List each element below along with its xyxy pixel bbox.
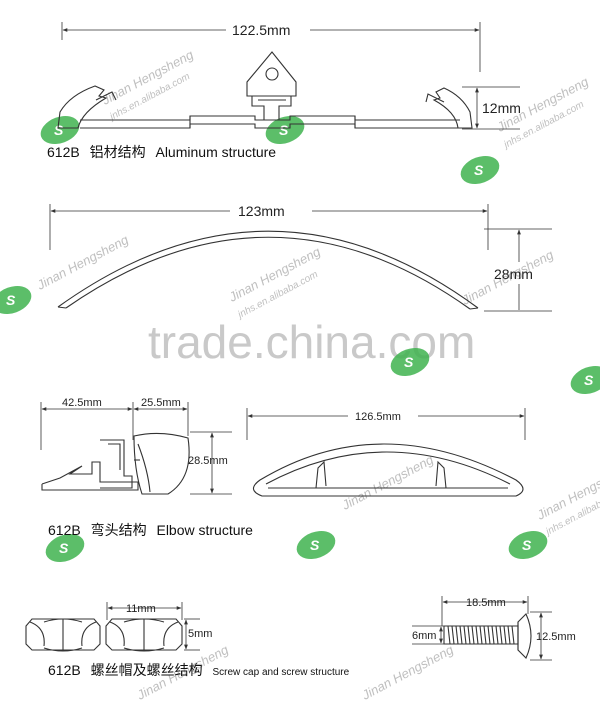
screw-thread-line bbox=[491, 625, 495, 645]
watermark-logo-7: S bbox=[45, 533, 85, 563]
nut-height-dimension-label: 5mm bbox=[188, 628, 212, 640]
elbow-drawing bbox=[41, 432, 190, 495]
logo-badge-icon bbox=[0, 285, 32, 315]
watermark-logo-3: S bbox=[460, 155, 500, 185]
elbow-height-label: 28.5mm bbox=[188, 455, 228, 467]
cover-width-dimension-label: 126.5mm bbox=[355, 411, 401, 423]
height-dimension-label: 12mm bbox=[482, 100, 521, 116]
head-dia-dimension-label: 12.5mm bbox=[536, 631, 576, 643]
screw-thread-line bbox=[475, 625, 479, 645]
elbow-left-width-label: 42.5mm bbox=[62, 397, 102, 409]
screw-length-dimension-label: 18.5mm bbox=[466, 597, 506, 609]
watermark-company-text: Jinan Hengsheng bbox=[338, 452, 436, 514]
logo-badge-icon bbox=[45, 533, 85, 563]
screw-thread-line bbox=[487, 625, 491, 645]
elbow-right-width-label: 25.5mm bbox=[141, 397, 181, 409]
logo-badge-icon bbox=[390, 347, 430, 377]
watermark-logo-5: S bbox=[390, 347, 430, 377]
watermark-logo-8: S bbox=[296, 530, 336, 560]
screw-thread-line bbox=[503, 625, 507, 645]
aluminum-structure-section: 122.5mm 12mm 612B 铝材结构 bbox=[47, 22, 521, 160]
watermark-company-text: Jinan Hengsheng bbox=[33, 232, 131, 294]
screw-thread-line bbox=[447, 625, 451, 645]
screw-cap-drawing-1 bbox=[25, 618, 101, 652]
screw-thread-line bbox=[471, 625, 475, 645]
screw-dia-dimension-label: 6mm bbox=[412, 630, 436, 642]
arc-cover-section: 123mm 28mm bbox=[49, 203, 552, 312]
mount-hole-icon bbox=[265, 67, 279, 81]
screw-thread-line bbox=[463, 625, 467, 645]
width-dimension-label: 122.5mm bbox=[232, 22, 290, 38]
svg-text:S: S bbox=[54, 122, 64, 138]
screw-thread-line bbox=[511, 625, 515, 645]
watermark-logo-2: S bbox=[265, 115, 305, 145]
screw-thread-line bbox=[507, 625, 511, 645]
svg-text:S: S bbox=[310, 537, 320, 553]
screw-thread-line bbox=[459, 625, 463, 645]
screw-cap-drawing-2 bbox=[105, 618, 183, 652]
svg-text:S: S bbox=[404, 354, 414, 370]
elbow-cover-drawing bbox=[252, 443, 524, 497]
section4-caption: 612B 螺丝帽及螺丝结构 Screw cap and screw struct… bbox=[48, 662, 350, 678]
svg-text:S: S bbox=[279, 122, 289, 138]
watermark-logo-4: S bbox=[0, 285, 32, 315]
section3-caption: 612B 弯头结构 Elbow structure bbox=[48, 522, 253, 538]
arc-width-dimension-label: 123mm bbox=[238, 203, 285, 219]
watermark-logo-6: S bbox=[570, 365, 600, 395]
logo-badge-icon bbox=[265, 115, 305, 145]
arc-height-dimension-label: 28mm bbox=[494, 266, 533, 282]
screw-structure-section: 11mm 5mm 18.5mm 6mm bbox=[25, 596, 576, 678]
watermark-company-text: Jinan Hengsheng bbox=[358, 642, 456, 704]
logo-badge-icon bbox=[460, 155, 500, 185]
svg-text:S: S bbox=[474, 162, 484, 178]
screw-thread-line bbox=[483, 625, 487, 645]
svg-text:S: S bbox=[59, 540, 69, 556]
aluminum-profile-drawing bbox=[57, 51, 473, 129]
logo-badge-icon bbox=[40, 115, 80, 145]
logo-badge-icon bbox=[508, 530, 548, 560]
screw-thread-line bbox=[479, 625, 483, 645]
arc-cover-drawing bbox=[57, 230, 479, 310]
svg-text:S: S bbox=[522, 537, 532, 553]
screw-thread-line bbox=[499, 625, 503, 645]
watermark-logo-1: S bbox=[40, 115, 80, 145]
screw-thread-line bbox=[451, 625, 455, 645]
nut-width-dimension-label: 11mm bbox=[126, 603, 156, 615]
screw-thread-line bbox=[467, 625, 471, 645]
logo-badge-icon bbox=[296, 530, 336, 560]
svg-text:S: S bbox=[6, 292, 16, 308]
screw-thread-line bbox=[455, 625, 459, 645]
watermark-logo-9: S bbox=[508, 530, 548, 560]
screw-drawing bbox=[443, 613, 532, 659]
screw-thread-line bbox=[495, 625, 499, 645]
section1-caption: 612B 铝材结构 Aluminum structure bbox=[47, 144, 276, 160]
svg-text:S: S bbox=[584, 372, 594, 388]
elbow-structure-section: 42.5mm 25.5mm 28.5mm 126.5mm 6 bbox=[40, 397, 526, 538]
